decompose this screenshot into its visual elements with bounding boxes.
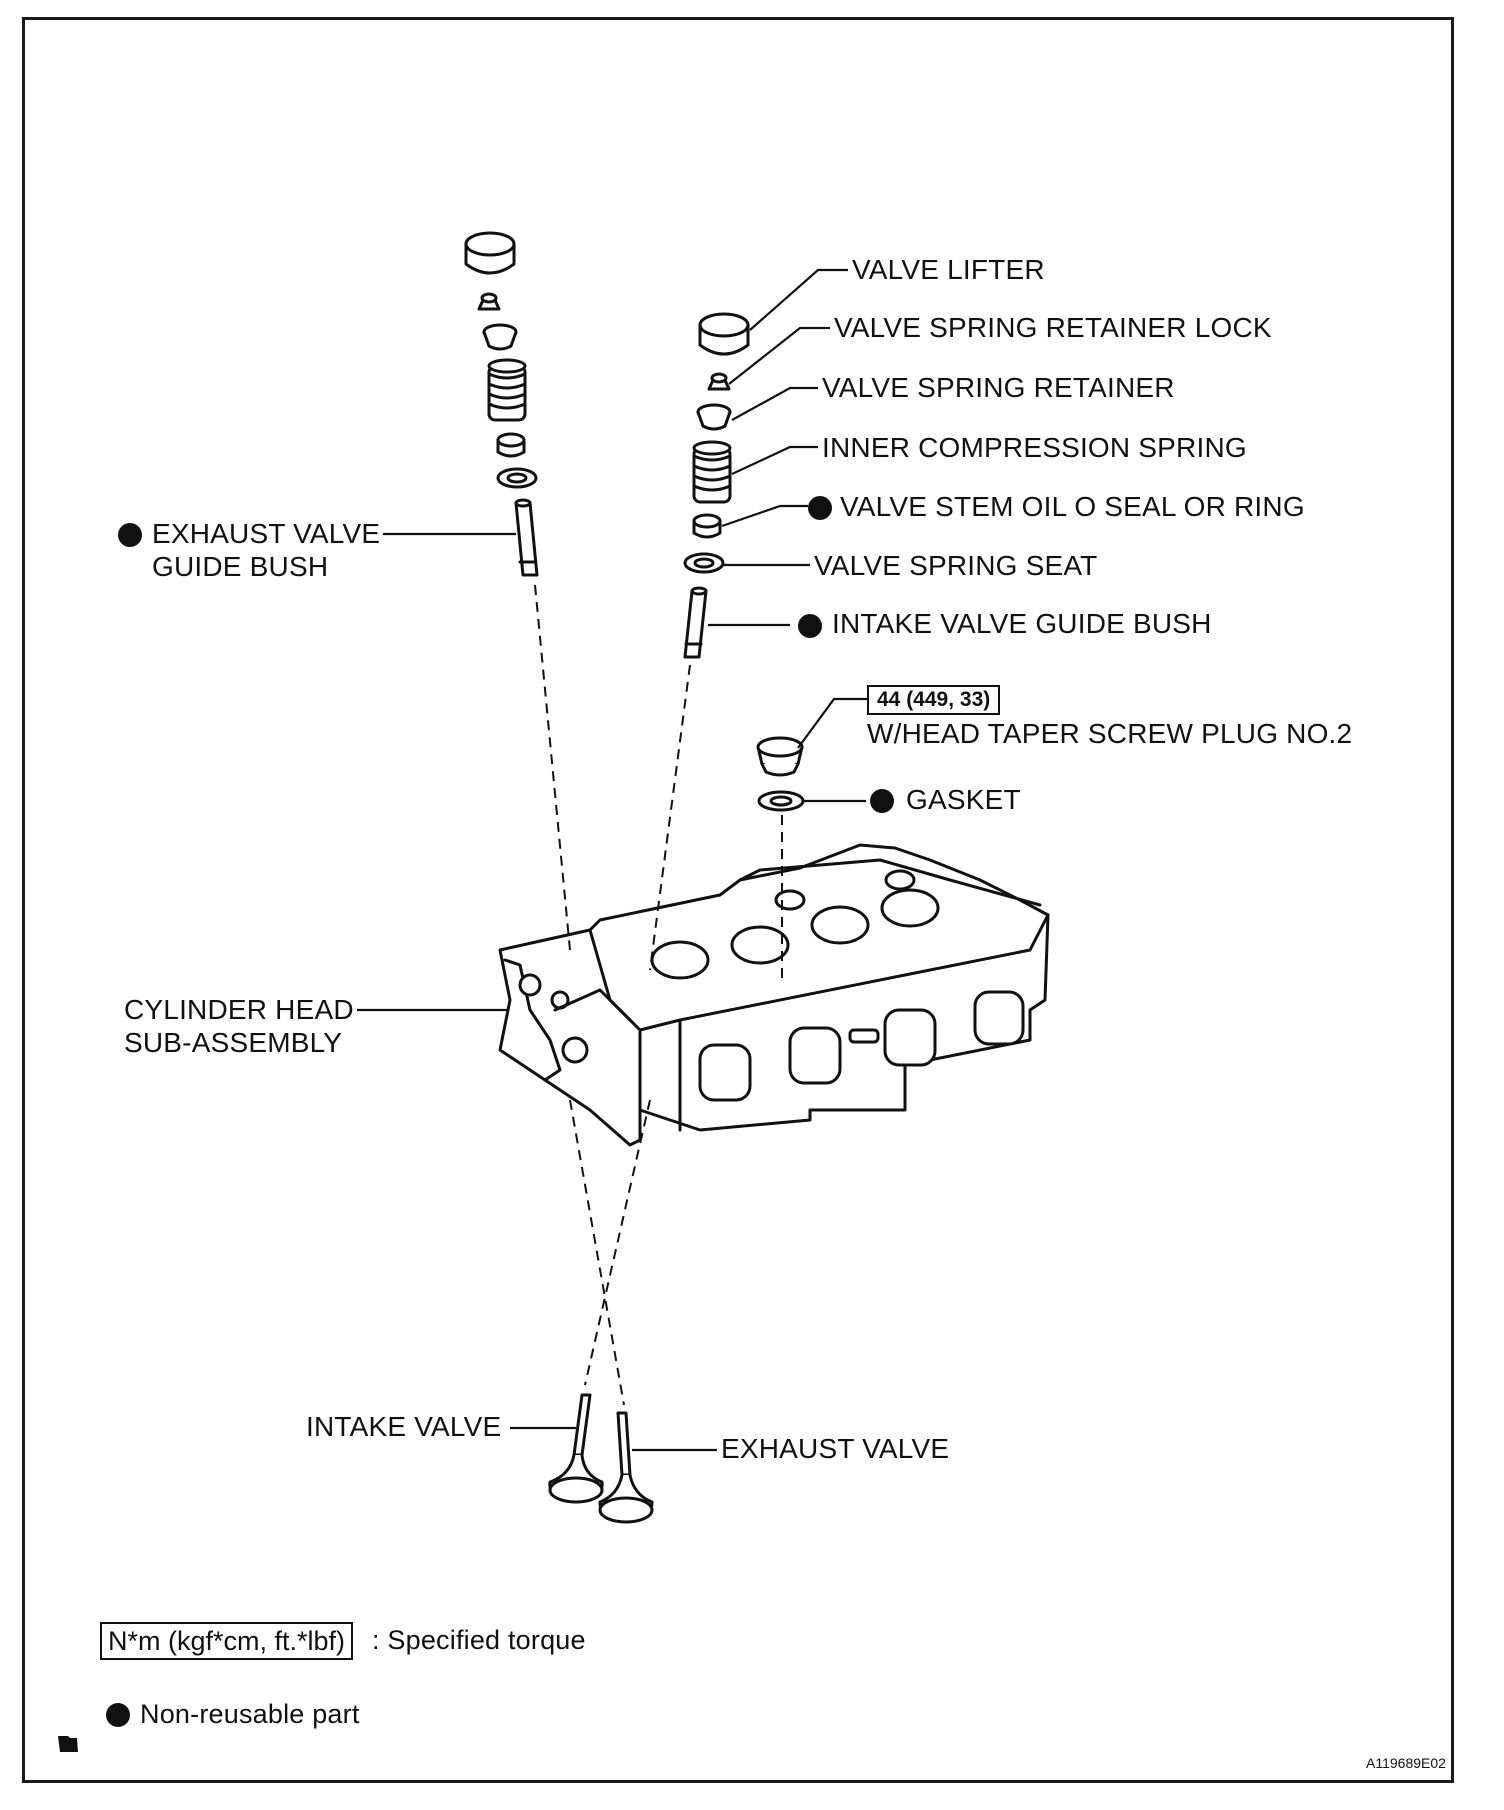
label-spring-retainer: VALVE SPRING RETAINER xyxy=(822,372,1175,403)
intake-spring-retainer xyxy=(696,403,732,431)
intake-valve-part xyxy=(548,1393,604,1504)
nonreusable-dot-gasket xyxy=(870,789,894,813)
label-gasket: GASKET xyxy=(906,784,1021,815)
intake-retainer-lock xyxy=(707,372,731,391)
intake-oil-seal xyxy=(692,513,722,539)
label-intake-bush: INTAKE VALVE GUIDE BUSH xyxy=(832,608,1212,639)
exhaust-guide-bush xyxy=(514,498,539,577)
gasket-ring xyxy=(757,790,805,812)
leader-lines xyxy=(357,268,867,1452)
exhaust-inner-spring xyxy=(487,358,527,422)
label-intake-valve: INTAKE VALVE xyxy=(306,1411,502,1442)
intake-inner-spring xyxy=(692,440,732,504)
label-spring-seat: VALVE SPRING SEAT xyxy=(814,550,1098,581)
label-valve-lifter: VALVE LIFTER xyxy=(852,254,1045,285)
torque-value-box: 44 (449, 33) xyxy=(867,685,1001,715)
label-cylinder-head-line1: CYLINDER HEAD xyxy=(124,994,354,1025)
label-retainer-lock: VALVE SPRING RETAINER LOCK xyxy=(834,312,1272,343)
nonreusable-dot-exhaust-bush xyxy=(118,523,142,547)
label-exhaust-bush-line1: EXHAUST VALVE xyxy=(152,518,381,549)
axis-lines xyxy=(534,584,783,1406)
legend-nonreusable-dot xyxy=(106,1703,130,1727)
label-exhaust-valve: EXHAUST VALVE xyxy=(721,1433,950,1464)
screw-plug xyxy=(756,736,804,777)
label-screw-plug: W/HEAD TAPER SCREW PLUG NO.2 xyxy=(867,718,1353,749)
corner-book-icon xyxy=(58,1736,78,1752)
label-oil-seal: VALVE STEM OIL O SEAL OR RING xyxy=(840,491,1305,522)
exhaust-oil-seal xyxy=(496,432,526,458)
intake-valve-lifter xyxy=(698,312,750,356)
exhaust-spring-retainer xyxy=(482,323,518,351)
label-cylinder-head-line2: SUB-ASSEMBLY xyxy=(124,1027,343,1058)
label-exhaust-bush-line2: GUIDE BUSH xyxy=(152,551,329,582)
cylinder-head xyxy=(498,843,1050,1147)
legend-torque-unit-box: N*m (kgf*cm, ft.*lbf) xyxy=(100,1622,354,1660)
figure-code: A119689E02 xyxy=(1366,1755,1446,1771)
legend-nonreusable-desc: Non-reusable part xyxy=(140,1699,360,1729)
diagram-frame xyxy=(22,17,1454,1783)
label-inner-spring: INNER COMPRESSION SPRING xyxy=(822,432,1247,463)
intake-guide-bush xyxy=(683,586,708,659)
nonreusable-dot-oil-seal xyxy=(808,496,832,520)
exhaust-spring-seat xyxy=(496,467,538,489)
legend-torque-desc: : Specified torque xyxy=(372,1625,586,1655)
exhaust-retainer-lock xyxy=(477,292,501,311)
intake-spring-seat xyxy=(683,552,725,574)
exhaust-valve-lifter xyxy=(464,231,516,275)
nonreusable-dot-intake-bush xyxy=(798,614,822,638)
exhaust-valve-part xyxy=(598,1411,654,1524)
